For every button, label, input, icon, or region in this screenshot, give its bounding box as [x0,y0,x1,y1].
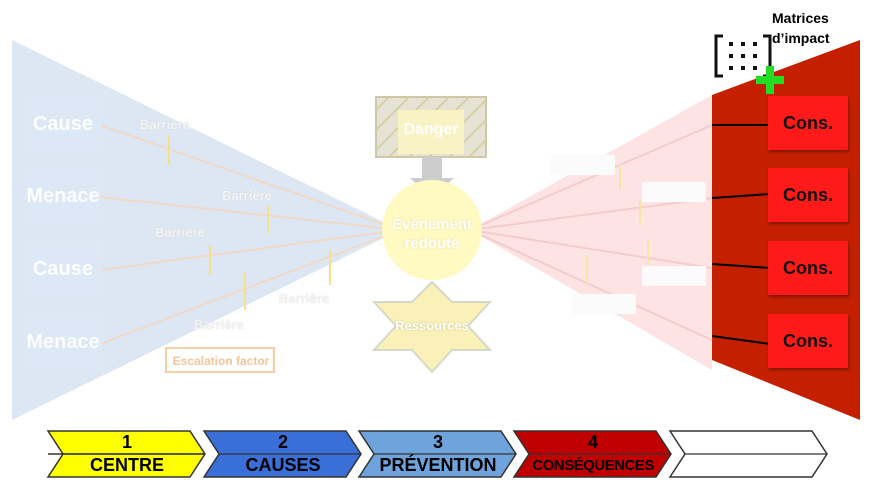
step-number: 2 [277,432,288,452]
impact-matrix-line1: Matrices [772,10,829,26]
consequence-box-4: Cons. [768,314,848,368]
cause-label: Cause [32,257,94,280]
impact-matrix-line2: d’impact [772,30,830,46]
cause-box-2: Cause [24,241,102,297]
step-causes[interactable]: 2 CAUSES [204,431,362,477]
consequence-label: Cons. [782,112,833,133]
consequence-box-1: Cons. [768,96,848,150]
right-faint-boxes [551,155,706,314]
step-number: 1 [121,432,132,452]
resources-label: Ressources [395,318,469,333]
step-centre[interactable]: 1 CENTRE [48,431,206,477]
consequence-lines [711,124,771,345]
resources-star [371,280,493,374]
right-wedge-light [470,95,712,370]
barrier-label: Barrière [222,188,272,203]
barrier-label: Barrière [155,225,205,240]
barrier-label: Barrière [140,117,190,132]
consequence-box-3: Cons. [768,241,848,295]
event-circle [382,180,482,280]
cause-box-1: Cause [24,96,102,152]
step-label: PRÉVENTION [379,455,497,475]
barrier-ticks [168,135,331,310]
threat-label: Menace [26,184,100,207]
consequence-label: Cons. [782,184,833,205]
matrix-icon [714,34,772,78]
escalation-box [165,347,275,373]
barrier-label: Barrière [279,291,329,306]
consequence-label: Cons. [782,330,833,351]
left-fan-lines [99,124,401,345]
left-wedge [12,40,400,420]
event-label-2: redouté [404,235,460,252]
step-label: CONSÉQUENCES [532,457,654,474]
consequence-label: Cons. [782,257,833,278]
right-fan-lines [469,124,713,341]
danger-box [398,110,464,154]
plus-icon [756,66,784,94]
step-number: 4 [587,432,598,452]
step-label: CAUSES [245,455,321,475]
consequence-box-2: Cons. [768,168,848,222]
step-prevention[interactable]: 3 PRÉVENTION [359,431,517,477]
threat-box-2: Menace [24,314,102,370]
escalation-factor-label: Escalation factor [172,354,270,368]
event-label-1: Événement [391,216,473,233]
threat-box-1: Menace [24,168,102,224]
cause-label: Cause [32,112,94,135]
threat-label: Menace [26,330,100,353]
step-number: 3 [432,432,443,452]
danger-label: Danger [403,121,459,138]
step-consequences[interactable]: 4 CONSÉQUENCES [514,431,672,477]
step-chevrons [46,430,828,478]
barrier-label: Barrière [194,317,244,332]
step-label: CENTRE [89,455,164,475]
right-barrier-ticks [586,165,649,285]
step-empty[interactable] [670,431,828,477]
